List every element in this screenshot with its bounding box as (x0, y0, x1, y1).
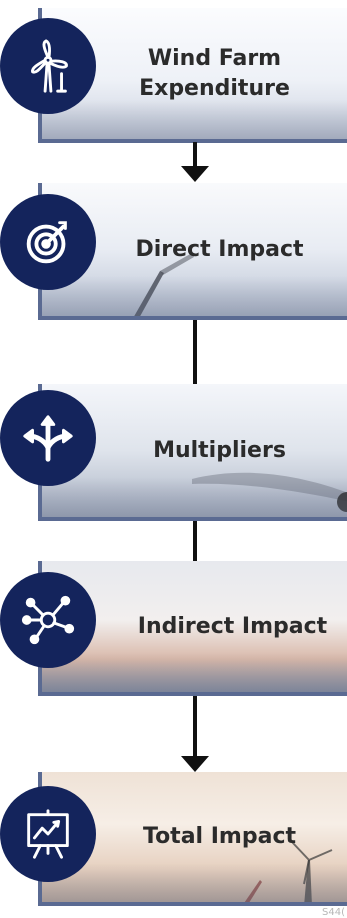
connector-line-2 (193, 320, 197, 384)
target-icon (0, 194, 96, 290)
wind-turbine-icon (0, 18, 96, 114)
step-label: Direct Impact (135, 236, 304, 262)
arrowhead-4 (181, 756, 209, 772)
growth-chart-board-icon (0, 786, 96, 882)
step-label: Indirect Impact (137, 613, 328, 639)
split-arrows-icon (0, 390, 96, 486)
step-label: Multipliers (153, 437, 286, 463)
connector-arrow-1 (193, 142, 197, 170)
network-hub-icon (0, 572, 96, 668)
step-label-line2: Expenditure (139, 75, 290, 101)
step-label-line1: Wind Farm (147, 45, 282, 71)
arrowhead-1 (181, 166, 209, 182)
watermark-text: S44( (322, 907, 345, 918)
step-card-total-impact: Total Impact (38, 772, 347, 906)
connector-arrow-4 (193, 696, 197, 760)
connector-line-3 (193, 521, 197, 561)
step-label: Total Impact (142, 824, 297, 849)
